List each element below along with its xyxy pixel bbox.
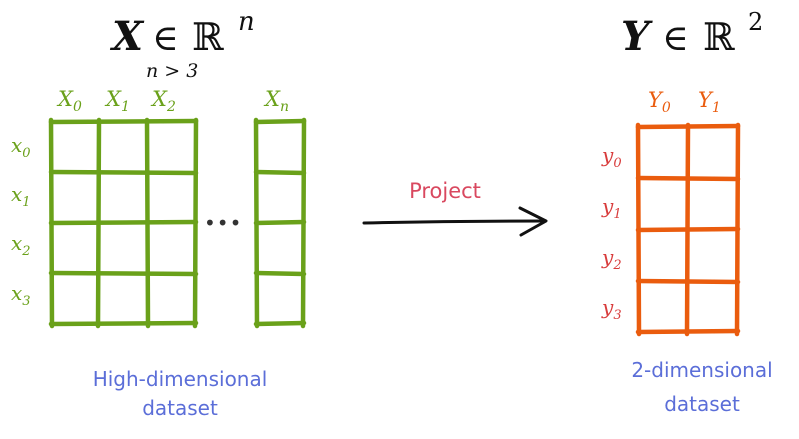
right-matrix-grid — [635, 122, 741, 337]
col-header-x2: X2 — [150, 87, 176, 115]
col-header-x0: X0 — [56, 87, 82, 115]
row-header-x3: x3 — [11, 281, 31, 309]
right-caption: 2-dimensional dataset — [631, 358, 772, 416]
left-row-headers: x0 x1 x2 x3 — [11, 133, 31, 309]
left-title-in: ∈ — [152, 18, 179, 59]
left-column-headers: X0 X1 X2 Xn — [56, 87, 289, 115]
col-header-y1: Y1 — [698, 88, 721, 116]
row-header-y3: y3 — [601, 295, 622, 323]
project-label: Project — [409, 179, 481, 203]
left-subtitle: n > 3 — [146, 60, 198, 82]
right-title-space: ℝ — [703, 15, 735, 59]
arrow-shaft — [362, 219, 547, 225]
column-ellipsis: ••• — [204, 211, 242, 235]
left-matrix-grid — [48, 117, 199, 329]
row-header-x0: x0 — [11, 133, 31, 161]
right-caption-line1: 2-dimensional — [631, 358, 772, 382]
col-header-xn: Xn — [263, 87, 289, 115]
left-matrix-last-column — [253, 117, 307, 329]
left-caption-line1: High-dimensional — [93, 367, 268, 391]
right-row-headers: y0 y1 y2 y3 — [601, 143, 622, 323]
project-arrow: Project — [362, 179, 548, 237]
row-header-y0: y0 — [601, 143, 622, 171]
col-header-y0: Y0 — [648, 88, 671, 116]
right-title-exp: 2 — [748, 8, 763, 36]
row-header-y2: y2 — [601, 245, 622, 273]
right-title-in: ∈ — [662, 18, 689, 59]
row-header-x2: x2 — [11, 231, 31, 259]
right-title-var: Y — [621, 13, 653, 60]
row-header-x1: x1 — [11, 182, 31, 210]
col-header-x1: X1 — [104, 87, 130, 115]
arrow-head-icon — [518, 206, 548, 237]
left-title-exp: n — [238, 7, 255, 37]
right-column-headers: Y0 Y1 — [648, 88, 721, 116]
left-title: X ∈ ℝ n n > 3 — [109, 7, 255, 82]
right-caption-line2: dataset — [664, 392, 740, 416]
left-caption: High-dimensional dataset — [93, 367, 268, 420]
right-title: Y ∈ ℝ 2 — [621, 8, 763, 60]
left-caption-line2: dataset — [142, 396, 218, 420]
left-title-var: X — [109, 13, 145, 60]
row-header-y1: y1 — [601, 194, 622, 222]
left-title-space: ℝ — [192, 15, 224, 59]
